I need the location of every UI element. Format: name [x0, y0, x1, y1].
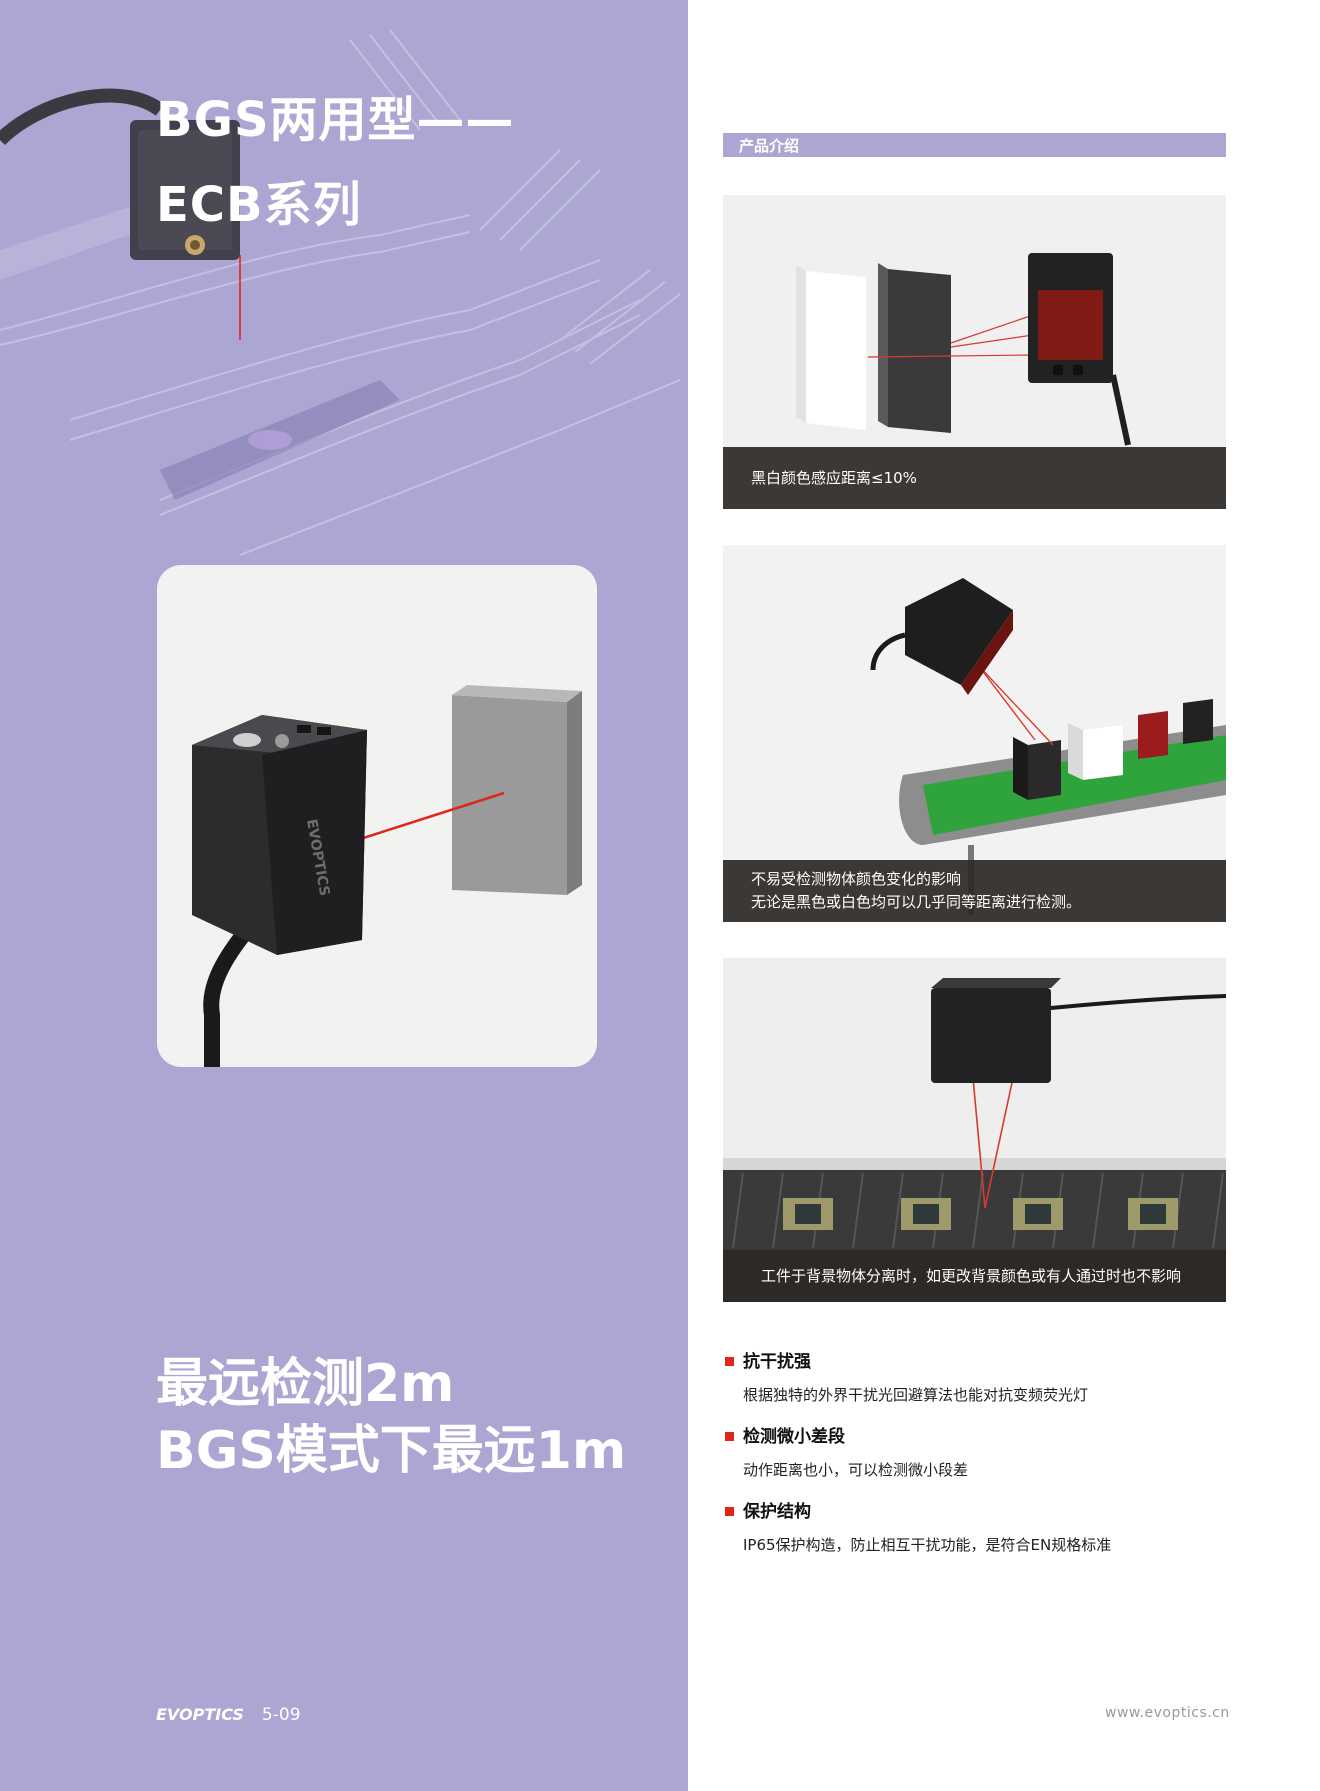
feature-item-small-step: 检测微小差段 动作距离也小，可以检测微小段差 [723, 1425, 1226, 1480]
panel-1-caption-text: 黑白颜色感应距离≤10% [751, 469, 917, 487]
feature-desc: IP65保护构造，防止相互干扰功能，是符合EN规格标准 [743, 1536, 1112, 1554]
page-title-line2: ECB系列 [156, 177, 362, 233]
feature-item-protection: 保护结构 IP65保护构造，防止相互干扰功能，是符合EN规格标准 [723, 1500, 1226, 1555]
footer-left: EVOPTICS 5-09 [156, 1705, 301, 1725]
website-url: www.evoptics.cn [1105, 1705, 1230, 1721]
panel-3-caption: 工件于背景物体分离时，如更改背景颜色或有人通过时也不影响 [723, 1250, 1226, 1302]
left-column: BGS两用型—— ECB系列 EVOPTICS 最远检测2m BGS模式下最远1… [0, 0, 688, 1791]
product-image-card: EVOPTICS [157, 565, 597, 1067]
hero-forks-sensor-image [0, 29, 681, 556]
feature-desc: 根据独特的外界干扰光回避算法也能对抗变频荧光灯 [743, 1386, 1089, 1404]
feature-image-panel-3: 工件于背景物体分离时，如更改背景颜色或有人通过时也不影响 [723, 958, 1226, 1302]
conveyor-color-detection-image [723, 545, 1226, 922]
sensor-product-image: EVOPTICS [192, 685, 582, 1067]
bullet-icon [725, 1357, 734, 1366]
panel-2-caption-line1: 不易受检测物体颜色变化的影响 [751, 870, 962, 888]
feature-image-panel-1: 黑白颜色感应距离≤10% [723, 195, 1226, 509]
feature-item-anti-interference: 抗干扰强 根据独特的外界干扰光回避算法也能对抗变频荧光灯 [723, 1350, 1226, 1405]
feature-image-panel-2: 不易受检测物体颜色变化的影响 无论是黑色或白色均可以几乎同等距离进行检测。 [723, 545, 1226, 922]
feature-title: 抗干扰强 [743, 1352, 811, 1372]
headline-line2: BGS模式下最远1m [156, 1421, 627, 1481]
panel-3-caption-text: 工件于背景物体分离时，如更改背景颜色或有人通过时也不影响 [761, 1267, 1182, 1285]
bullet-icon [725, 1507, 734, 1516]
section-header: 产品介绍 [723, 133, 1226, 157]
page-title-line1: BGS两用型—— [156, 92, 515, 148]
section-title: 产品介绍 [739, 137, 800, 155]
bullet-icon [725, 1432, 734, 1441]
panel-2-caption-line2: 无论是黑色或白色均可以几乎同等距离进行检测。 [751, 893, 1082, 911]
brand-logo: EVOPTICS [156, 1705, 244, 1724]
feature-title: 检测微小差段 [743, 1427, 845, 1447]
headline-line1: 最远检测2m [156, 1354, 455, 1414]
feature-title: 保护结构 [743, 1502, 811, 1522]
panel-1-caption: 黑白颜色感应距离≤10% [723, 447, 1226, 509]
page-number: 5-09 [261, 1705, 301, 1725]
panel-2-caption: 不易受检测物体颜色变化的影响 无论是黑色或白色均可以几乎同等距离进行检测。 [723, 860, 1226, 922]
feature-desc: 动作距离也小，可以检测微小段差 [743, 1461, 969, 1479]
feature-list: 抗干扰强 根据独特的外界干扰光回避算法也能对抗变频荧光灯 检测微小差段 动作距离… [723, 1350, 1226, 1575]
